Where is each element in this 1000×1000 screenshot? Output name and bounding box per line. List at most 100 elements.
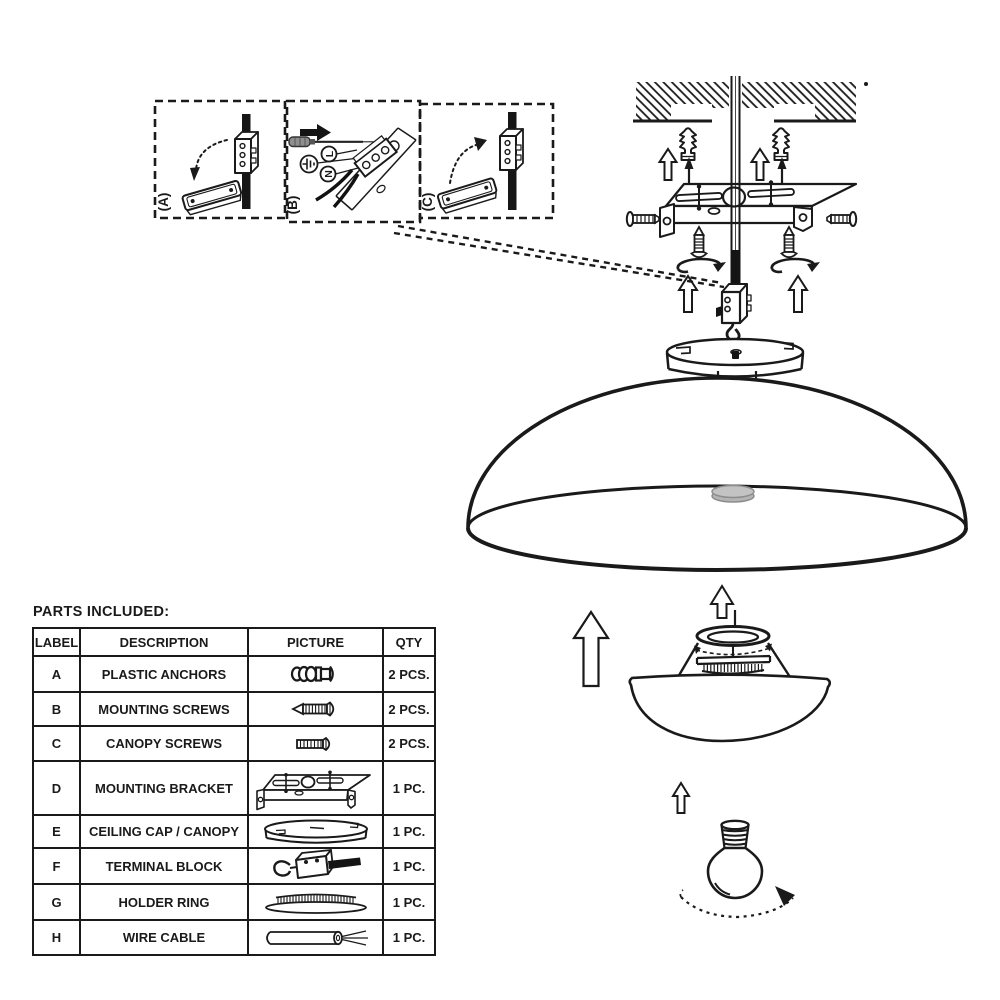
- light-bulb: [706, 819, 764, 900]
- socket-holder-assembly: [628, 610, 832, 743]
- part-description: CEILING CAP / CANOPY: [79, 814, 249, 849]
- parts-included-title: PARTS INCLUDED:: [33, 604, 170, 620]
- part-picture: [247, 725, 384, 762]
- col-header-label: LABEL: [32, 627, 81, 657]
- part-label: B: [32, 691, 81, 727]
- diffuser-bowl: [628, 673, 832, 743]
- wire-cable-icon: [265, 929, 368, 946]
- part-qty: 1 PC.: [382, 883, 436, 921]
- mounting-bracket: [659, 180, 858, 238]
- col-header-qty: QTY: [382, 627, 436, 657]
- mounting-bracket-icon: [255, 770, 371, 811]
- terminal-block: [716, 283, 752, 325]
- part-label: A: [32, 655, 81, 693]
- terminal-block-small: [499, 128, 524, 171]
- part-qty: 1 PC.: [382, 814, 436, 849]
- part-qty: 1 PC.: [382, 760, 436, 816]
- table-row: H WIRE CABLE 1 PC.: [32, 919, 436, 956]
- table-row: E CEILING CAP / CANOPY 1 PC.: [32, 814, 436, 849]
- table-row: F TERMINAL BLOCK 1 PC.: [32, 847, 436, 885]
- up-arrow-outline-mid-left: [677, 274, 699, 313]
- step-label-b: (B): [285, 196, 300, 215]
- right-arrow-solid: [300, 124, 331, 141]
- up-arrow-outline-right: [749, 147, 771, 181]
- part-picture: [247, 655, 384, 693]
- plastic-anchor-right: [772, 127, 790, 161]
- part-picture: [247, 814, 384, 849]
- part-description: MOUNTING BRACKET: [79, 760, 249, 816]
- bulb-rotate-arrow: [679, 886, 795, 919]
- step-box-c: (C): [418, 102, 555, 220]
- up-arrow-outline-left: [657, 147, 679, 181]
- up-arrow-outline-below-dome: [709, 584, 735, 619]
- part-label: D: [32, 760, 81, 816]
- holder-ring-icon: [264, 893, 367, 914]
- part-description: HOLDER RING: [79, 883, 249, 921]
- up-arrow-outline-mid-right: [787, 274, 809, 313]
- col-header-description: DESCRIPTION: [79, 627, 249, 657]
- up-arrow-solid-right: [777, 157, 787, 183]
- part-description: PLASTIC ANCHORS: [79, 655, 249, 693]
- part-picture: [247, 883, 384, 921]
- up-arrow-outline-above-bulb: [671, 781, 691, 814]
- ceiling-cap-icon: [263, 819, 368, 844]
- step-box-a: (A): [153, 99, 287, 220]
- table-row: C CANOPY SCREWS 2 PCS.: [32, 725, 436, 762]
- part-label: F: [32, 847, 81, 885]
- table-row: A PLASTIC ANCHORS 2 PCS.: [32, 655, 436, 693]
- part-picture: [247, 691, 384, 727]
- part-description: CANOPY SCREWS: [79, 725, 249, 762]
- part-qty: 2 PCS.: [382, 725, 436, 762]
- swing-arrow: [449, 144, 477, 184]
- wire-label-live: L: [324, 150, 336, 157]
- part-picture: [247, 919, 384, 956]
- step-label-a: (A): [156, 193, 171, 212]
- holder-ring-flange: [695, 654, 772, 666]
- stray-dot: [864, 82, 868, 86]
- callout-lines: [393, 224, 725, 289]
- canopy-screw-icon: [295, 736, 330, 751]
- table-row: G HOLDER RING 1 PC.: [32, 883, 436, 921]
- table-header-row: LABEL DESCRIPTION PICTURE QTY: [32, 627, 436, 657]
- part-qty: 1 PC.: [382, 919, 436, 956]
- swing-arrow: [195, 139, 228, 171]
- terminal-block-wired: [352, 135, 399, 179]
- wire-label-neutral: N: [323, 170, 335, 178]
- hanging-wire: [730, 76, 741, 290]
- mounting-screw-left: [625, 211, 660, 227]
- step-box-b: L N (B): [285, 99, 422, 224]
- screwdriver: [288, 136, 375, 148]
- up-arrow-outline-big-left: [571, 609, 611, 688]
- step-label-c: (C): [420, 193, 435, 212]
- part-label: G: [32, 883, 81, 921]
- rotate-arrow-left: [676, 257, 726, 274]
- part-label: C: [32, 725, 81, 762]
- mounting-screw-icon: [290, 701, 334, 717]
- ceiling-cap-canopy: [665, 337, 805, 378]
- part-description: MOUNTING SCREWS: [79, 691, 249, 727]
- canopy-screw-right: [779, 225, 799, 259]
- canopy-screw-left: [689, 225, 709, 259]
- table-row: D MOUNTING BRACKET: [32, 760, 436, 816]
- terminal-block-icon: [272, 849, 361, 879]
- part-qty: 2 PCS.: [382, 655, 436, 693]
- part-label: H: [32, 919, 81, 956]
- earth-ground-symbol: [302, 158, 315, 170]
- table-row: B MOUNTING SCREWS 2 PCS.: [32, 691, 436, 727]
- plastic-anchor-left: [679, 127, 697, 161]
- cover-plate: [181, 180, 243, 216]
- dome-shade: [466, 376, 968, 572]
- part-picture: [247, 847, 384, 885]
- cover-plate: [436, 177, 498, 214]
- part-label: E: [32, 814, 81, 849]
- plastic-anchor-icon: [290, 665, 334, 683]
- up-arrow-solid-left: [684, 157, 694, 183]
- col-header-picture: PICTURE: [247, 627, 384, 657]
- parts-table: LABEL DESCRIPTION PICTURE QTY A PLASTIC …: [32, 627, 436, 956]
- part-description: WIRE CABLE: [79, 919, 249, 956]
- part-qty: 2 PCS.: [382, 691, 436, 727]
- part-picture: [247, 760, 384, 816]
- holder-ring-knurl: [701, 664, 765, 675]
